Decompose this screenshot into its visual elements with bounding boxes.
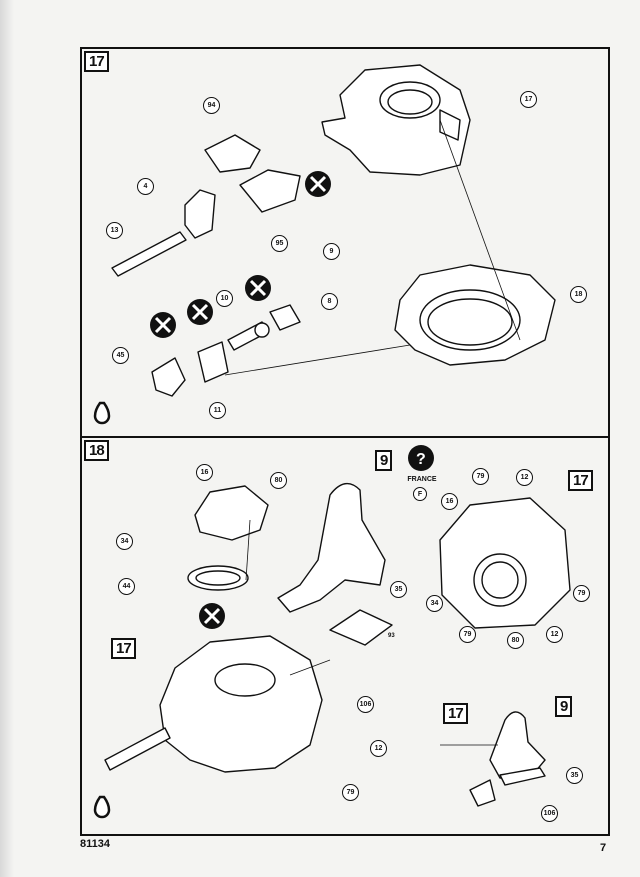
callout-35: 35 <box>390 581 407 598</box>
barrel-13 <box>111 231 187 277</box>
france-code: F <box>413 487 427 501</box>
france-label: FRANCE <box>407 476 437 483</box>
mantlet-95 <box>239 169 301 213</box>
glue-drop-top <box>93 401 111 425</box>
block-11 <box>197 341 229 383</box>
page-binding-edge <box>0 0 14 877</box>
callout-r-12a: 12 <box>516 469 533 486</box>
callout-106: 106 <box>357 696 374 713</box>
crew-figure-9 <box>277 482 386 613</box>
callout-r-106: 106 <box>541 805 558 822</box>
mantlet-94 <box>204 134 261 173</box>
instruction-frame <box>80 47 610 836</box>
callout-r-12b: 12 <box>546 626 563 643</box>
turret-17-ref-box: 17 <box>568 470 593 491</box>
callout-79: 79 <box>342 784 359 801</box>
callout-34: 34 <box>116 533 133 550</box>
block-8 <box>269 304 301 331</box>
callout-10: 10 <box>216 290 233 307</box>
turret-assembled <box>159 635 323 773</box>
callout-95: 95 <box>271 235 288 252</box>
callout-18: 18 <box>570 286 587 303</box>
callout-r-79c: 79 <box>459 626 476 643</box>
step-18-box: 18 <box>84 440 109 461</box>
callout-r-34: 34 <box>426 595 443 612</box>
figure-9-box: 9 <box>375 450 393 471</box>
callout-r-79a: 79 <box>472 468 489 485</box>
page-number: 7 <box>600 842 607 854</box>
callout-45: 45 <box>112 347 129 364</box>
callout-13: 13 <box>106 222 123 239</box>
hatch-16 <box>194 485 269 541</box>
callout-12: 12 <box>370 740 387 757</box>
glue-drop-bottom <box>93 795 111 819</box>
callout-r-80: 80 <box>507 632 524 649</box>
callout-r-79b: 79 <box>573 585 590 602</box>
step-17-box: 17 <box>84 51 109 72</box>
callout-17: 17 <box>520 91 537 108</box>
kit-code: 81134 <box>80 838 110 850</box>
callout-r-16: 16 <box>441 493 458 510</box>
callout-8: 8 <box>321 293 338 310</box>
cover-45 <box>151 357 186 397</box>
seat-35 <box>329 609 393 646</box>
callout-94: 94 <box>203 97 220 114</box>
inset-17-box: 17 <box>443 703 468 724</box>
callout-11: 11 <box>209 402 226 419</box>
callout-80: 80 <box>270 472 287 489</box>
gun-mount-4 <box>184 189 216 239</box>
turret-17-box-bottom: 17 <box>111 638 136 659</box>
label-93: 93 <box>388 633 395 639</box>
callout-4: 4 <box>137 178 154 195</box>
gun-18 <box>104 727 171 771</box>
callout-r-35: 35 <box>566 767 583 784</box>
svg-text:?: ? <box>416 451 426 468</box>
callout-9: 9 <box>323 243 340 260</box>
inset-9-box: 9 <box>555 696 573 717</box>
callout-44: 44 <box>118 578 135 595</box>
callout-16: 16 <box>196 464 213 481</box>
step-divider <box>80 436 610 438</box>
